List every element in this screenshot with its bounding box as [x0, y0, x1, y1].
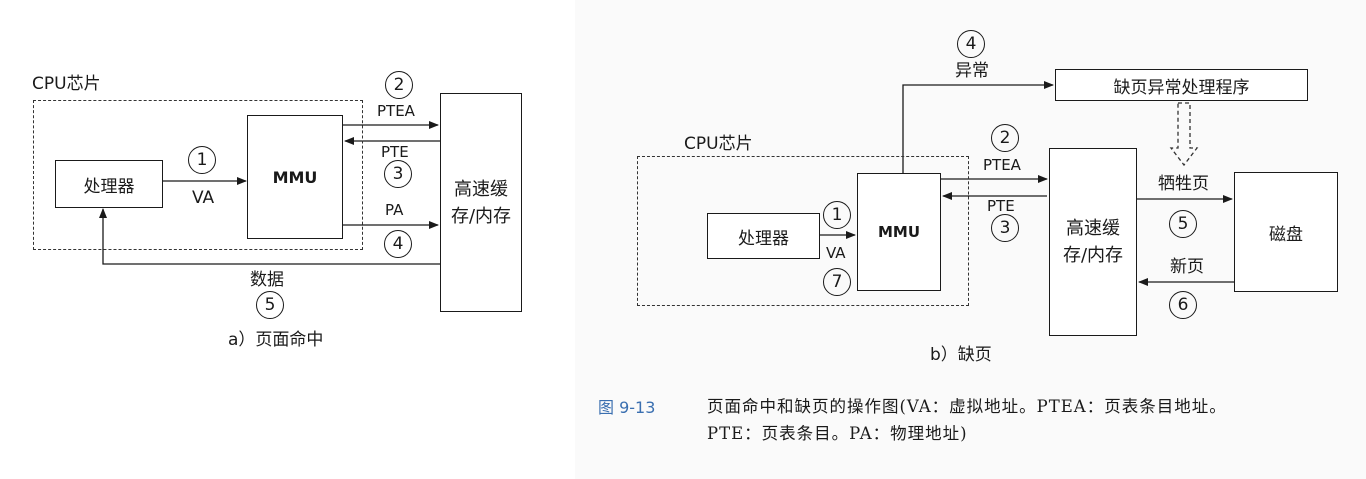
step-7-badge: 7 [823, 268, 851, 296]
step-3-badge-b: 3 [991, 214, 1019, 242]
va-label: VA [192, 188, 215, 208]
disk-label: 磁盘 [1269, 224, 1303, 245]
cache-memory-label: 高速缓 存/内存 [450, 178, 512, 227]
data-label: 数据 [250, 270, 284, 290]
pte-label: PTE [381, 143, 409, 161]
page-fault-handler-label: 缺页异常处理程序 [1113, 77, 1250, 98]
step-4-badge-b: 4 [957, 30, 985, 58]
cache-memory-label-b: 高速缓 存/内存 [1062, 218, 1124, 266]
step-3-badge: 3 [384, 160, 412, 188]
pa-label: PA [385, 201, 404, 219]
panel-a-caption: a）页面命中 [228, 330, 324, 350]
cache-memory-box: 高速缓 存/内存 [440, 93, 522, 312]
va-label-b: VA [826, 244, 846, 262]
step-5-badge: 5 [256, 291, 284, 319]
new-page-label: 新页 [1170, 257, 1204, 277]
mmu-label: MMU [272, 167, 318, 187]
step-2-badge-b: 2 [991, 124, 1019, 152]
cpu-chip-boundary [33, 100, 363, 250]
step-1-badge-b: 1 [823, 201, 851, 229]
cpu-chip-label-b: CPU芯片 [684, 134, 753, 154]
diagram-page-hit: CPU芯片 处理器 MMU 高速缓 存/内存 1 VA 2 PTEA PTE 3… [0, 0, 570, 479]
figure-number: 图 9-13 [598, 398, 656, 417]
processor-label-b: 处理器 [738, 228, 789, 249]
exception-label: 异常 [955, 61, 989, 81]
processor-box-b: 处理器 [707, 213, 820, 259]
mmu-label-b: MMU [877, 223, 921, 241]
step-6-badge: 6 [1169, 291, 1197, 319]
victim-page-label: 牺牲页 [1158, 174, 1209, 194]
step-5-badge-b: 5 [1169, 210, 1197, 238]
ptea-label-b: PTEA [983, 156, 1021, 174]
figure-caption-line-1: 页面命中和缺页的操作图(VA：虚拟地址。PTEA：页表条目地址。 [707, 397, 1227, 416]
cpu-chip-boundary-b [637, 156, 969, 306]
step-2-badge: 2 [385, 71, 413, 99]
ptea-label: PTEA [377, 102, 415, 120]
handler-control-arrow [1169, 102, 1199, 167]
step-1-badge: 1 [188, 146, 216, 174]
figure-caption-line-2: PTE：页表条目。PA：物理地址) [707, 424, 968, 443]
cache-memory-box-b: 高速缓 存/内存 [1049, 148, 1137, 336]
step-4-badge: 4 [384, 230, 412, 258]
pte-label-b: PTE [987, 197, 1015, 215]
panel-b-caption: b）缺页 [930, 345, 992, 365]
page-fault-handler-box: 缺页异常处理程序 [1055, 69, 1308, 101]
mmu-box: MMU [247, 115, 343, 239]
diagram-page-fault: CPU芯片 处理器 MMU 高速缓 存/内存 磁盘 缺页异常处理程序 4 异常 … [575, 0, 1366, 479]
processor-label: 处理器 [83, 176, 135, 197]
processor-box: 处理器 [55, 160, 163, 208]
cpu-chip-label: CPU芯片 [32, 74, 101, 94]
disk-box: 磁盘 [1234, 172, 1338, 292]
mmu-box-b: MMU [857, 173, 941, 291]
